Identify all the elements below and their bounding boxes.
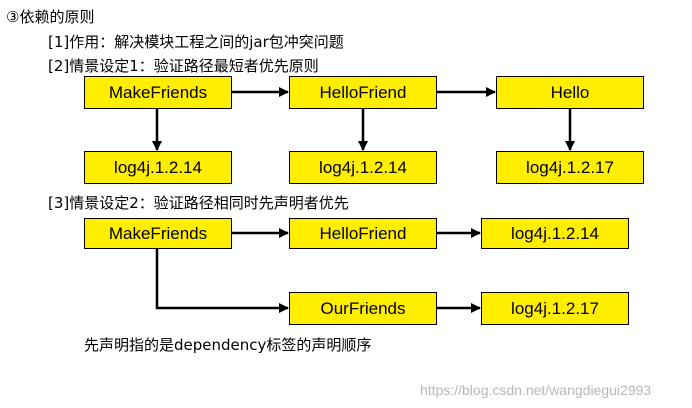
declaration-note: 先声明指的是dependency标签的声明顺序 — [84, 336, 372, 354]
purpose-line: [1]作用：解决模块工程之间的jar包冲突问题 — [48, 33, 344, 51]
s2-log-bottom-box: log4j.1.2.17 — [481, 292, 629, 325]
s1-hello-log-box: log4j.1.2.17 — [496, 151, 644, 184]
s1-hellofriend-box: HelloFriend — [289, 76, 437, 109]
heading: ③依赖的原则 — [6, 8, 95, 26]
arrow-s2-make-to-ourfriends — [155, 249, 289, 313]
scenario1-title: [2]情景设定1：验证路径最短者优先原则 — [48, 57, 319, 75]
s1-hellofriend-log-box: log4j.1.2.14 — [289, 151, 437, 184]
s2-hellofriend-box: HelloFriend — [289, 218, 437, 249]
s1-hello-box: Hello — [496, 76, 644, 109]
s2-log-top-box: log4j.1.2.14 — [481, 218, 629, 249]
s2-ourfriends-box: OurFriends — [289, 292, 437, 325]
watermark: https://blog.csdn.net/wangdiegui2993 — [420, 382, 652, 398]
s1-makefriends-log-box: log4j.1.2.14 — [84, 151, 232, 184]
s1-makefriends-box: MakeFriends — [84, 76, 232, 109]
scenario2-title: [3]情景设定2：验证路径相同时先声明者优先 — [48, 194, 349, 212]
s2-makefriends-box: MakeFriends — [84, 218, 232, 249]
